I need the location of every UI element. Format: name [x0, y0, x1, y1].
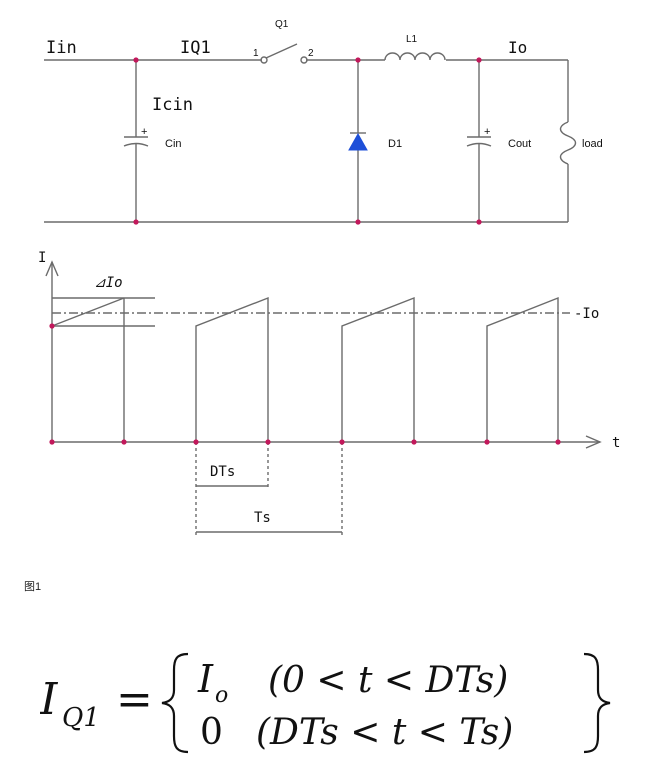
- label-io-circuit: Io: [508, 38, 527, 57]
- cout-plate-bottom: [466, 142, 492, 147]
- node: [133, 219, 139, 225]
- switch-contact-1: [260, 56, 268, 64]
- node: [411, 439, 417, 445]
- label-iin: Iin: [46, 38, 77, 58]
- delta-io-label: ⊿Io: [94, 275, 123, 291]
- formula-case1-value: I: [197, 657, 214, 701]
- cin-plus-sign: +: [141, 126, 147, 138]
- formula-equals: =: [116, 674, 153, 725]
- label-cout: Cout: [508, 138, 531, 150]
- switch-pulse-3: [486, 296, 559, 442]
- formula-lhs-symbol: I: [40, 674, 59, 725]
- formula-case2-condition: (DTs < t < Ts): [256, 712, 513, 753]
- label-iq1: IQ1: [180, 38, 211, 58]
- load-resistor: [559, 121, 577, 165]
- formula-right-brace: [583, 652, 611, 754]
- switch-current-formula: I Q1 = I o (0 < t < DTs) 0 (DTs < t < Ts…: [40, 652, 611, 754]
- node: [49, 323, 55, 329]
- formula-case1-subscript: o: [215, 683, 228, 708]
- label-cin: Cin: [165, 138, 182, 150]
- node: [555, 439, 561, 445]
- buck-converter-circuit: [44, 43, 577, 223]
- node: [339, 439, 345, 445]
- node: [133, 57, 139, 63]
- label-load: load: [582, 138, 603, 150]
- switch-pulse-1: [195, 296, 269, 442]
- dts-label: DTs: [210, 464, 235, 480]
- formula-lhs-subscript: Q1: [62, 703, 100, 733]
- node: [355, 57, 361, 63]
- ts-label: Ts: [254, 510, 271, 526]
- cin-plate-bottom: [123, 142, 149, 147]
- node: [193, 439, 199, 445]
- switch-pulse-2: [341, 296, 415, 442]
- y-axis-arrow: [45, 260, 59, 277]
- formula-case1-condition: (0 < t < DTs): [268, 660, 508, 701]
- node: [265, 439, 271, 445]
- label-icin: Icin: [152, 95, 193, 115]
- switch-blade: [265, 43, 298, 59]
- waveform-labels: I t ⊿Io -Io DTs Ts: [38, 250, 620, 526]
- formula-case2-value: 0: [200, 712, 223, 753]
- label-q1: Q1: [275, 19, 289, 30]
- figure-caption: 图1: [24, 581, 42, 593]
- label-pin-2: 2: [308, 48, 314, 59]
- node: [355, 219, 361, 225]
- switch-contact-2: [300, 56, 308, 64]
- node: [476, 219, 482, 225]
- inductor-coil: [384, 52, 446, 61]
- label-d1: D1: [388, 138, 402, 150]
- node: [121, 439, 127, 445]
- circuit-labels: Iin IQ1 Icin Q1 1 2 L1 Io + Cin D1 + Cou…: [46, 19, 603, 150]
- label-l1: L1: [406, 34, 418, 45]
- node: [484, 439, 490, 445]
- current-waveform: [45, 260, 602, 538]
- node: [49, 439, 55, 445]
- io-level-label: -Io: [574, 306, 599, 322]
- y-axis-label: I: [38, 250, 46, 266]
- inductor-current-ramp: [51, 297, 125, 327]
- x-axis-arrow: [585, 435, 602, 449]
- formula-left-brace: [161, 652, 189, 754]
- circuit-nodes: [133, 57, 482, 225]
- diode-body: [348, 132, 368, 151]
- label-pin-1: 1: [253, 48, 259, 59]
- x-axis-label: t: [612, 435, 620, 451]
- waveform-nodes: [49, 323, 561, 445]
- node: [476, 57, 482, 63]
- cout-plus-sign: +: [484, 126, 490, 138]
